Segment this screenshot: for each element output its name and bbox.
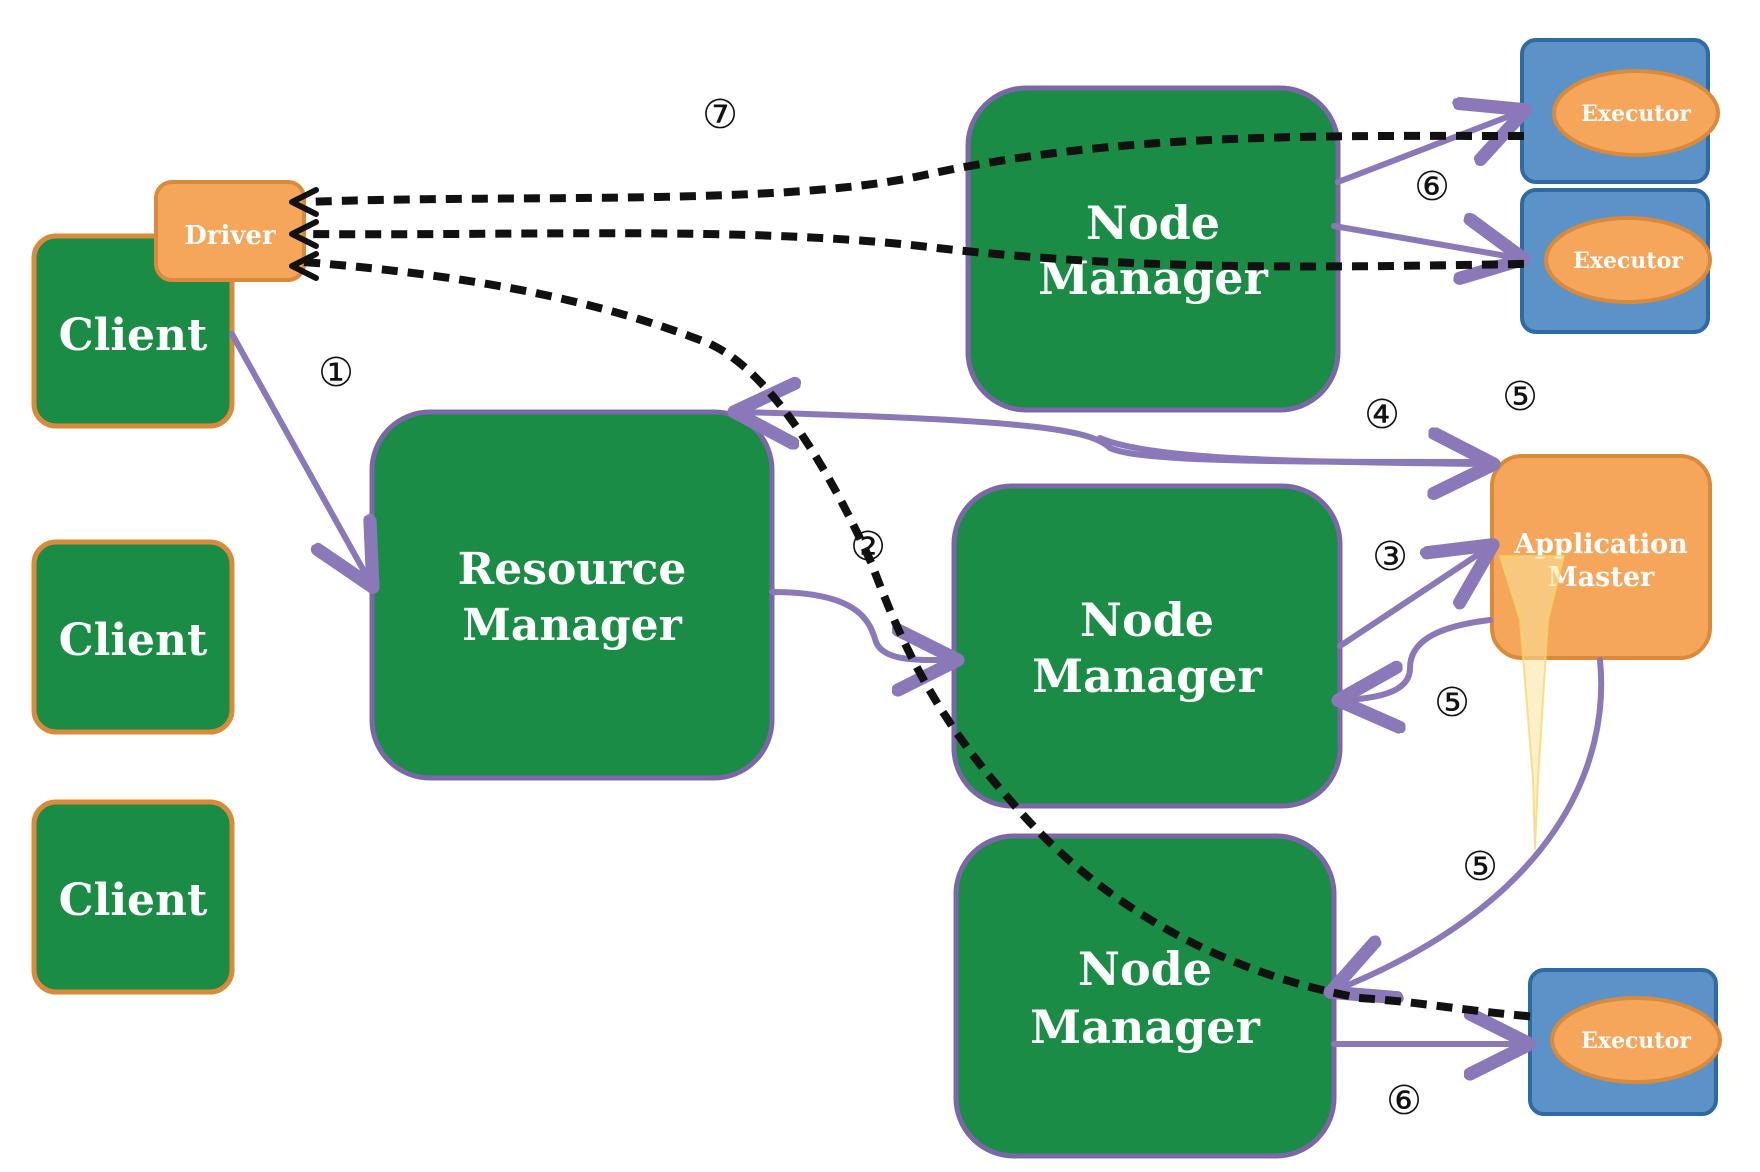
arrow-step-5-bottom — [1336, 657, 1605, 990]
resource-manager-label-line2: Manager — [462, 600, 682, 651]
arrow-step-6-exec-1 — [1335, 112, 1520, 185]
application-master-label-line1: Application — [1513, 529, 1688, 560]
dotted-exec2-to-driver — [299, 229, 1525, 271]
executor-label-2: Executor — [1573, 248, 1683, 274]
chevron-bot-icon — [289, 251, 319, 281]
dotted-exec3-to-driver — [299, 257, 1531, 1021]
step-label-6-bottom: ⑥ — [1386, 1078, 1422, 1124]
arrow-step-3 — [1337, 548, 1488, 649]
yellow-funnel-artifact — [1498, 555, 1566, 851]
arrow-step-2 — [769, 589, 952, 660]
resource-manager-label-line1: Resource — [458, 544, 687, 595]
resource-manager-box: Resource Manager — [369, 409, 775, 781]
step-label-6-top: ⑥ — [1414, 164, 1450, 210]
node-manager-middle-label-line1: Node — [1080, 593, 1214, 647]
purple-arrows — [229, 112, 1605, 1044]
chevron-top-icon — [289, 187, 319, 217]
client-label-2: Client — [59, 615, 208, 666]
node-manager-bottom-label-line1: Node — [1078, 942, 1212, 996]
node-manager-middle-box: Node Manager — [951, 483, 1343, 809]
client-label-3: Client — [59, 875, 208, 926]
client-box-1: Client — [31, 233, 235, 429]
dotted-exec1-to-driver — [299, 131, 1525, 207]
chevron-mid-icon — [289, 219, 319, 249]
step-label-1: ① — [318, 350, 354, 396]
executor-container-1: Executor — [1520, 38, 1720, 184]
node-manager-middle-label-line2: Manager — [1032, 649, 1262, 703]
step-label-4: ④ — [1364, 392, 1400, 438]
client-box-2: Client — [31, 539, 235, 735]
arrow-step-4-to-am — [1097, 438, 1488, 464]
executor-container-2: Executor — [1520, 188, 1712, 334]
client-box-3: Client — [31, 799, 235, 995]
node-manager-top-label-line1: Node — [1086, 196, 1220, 250]
step-label-5-bottom: ⑤ — [1462, 844, 1498, 890]
client-label-1: Client — [59, 310, 208, 361]
arrow-step-6-exec-2 — [1331, 226, 1518, 258]
arrow-step-1 — [229, 331, 370, 582]
node-manager-top-box: Node Manager — [965, 85, 1341, 413]
node-manager-bottom-box: Node Manager — [953, 833, 1337, 1159]
dotted-lines — [299, 131, 1531, 1021]
executor-container-3: Executor — [1528, 968, 1722, 1116]
step-label-5-middle: ⑤ — [1434, 680, 1470, 726]
step-label-3: ③ — [1372, 534, 1408, 580]
driver-chevrons — [289, 187, 319, 281]
node-manager-bottom-label-line2: Manager — [1030, 1000, 1260, 1054]
executor-label-1: Executor — [1581, 101, 1691, 127]
arrow-step-5-middle — [1344, 617, 1493, 700]
driver-box: Driver — [154, 180, 306, 282]
step-label-2: ② — [850, 524, 886, 570]
executor-label-3: Executor — [1581, 1028, 1691, 1054]
step-label-7: ⑦ — [702, 92, 738, 138]
application-master-label-line2: Master — [1548, 562, 1655, 593]
driver-label: Driver — [184, 221, 276, 251]
step-label-5-top: ⑤ — [1502, 374, 1538, 420]
